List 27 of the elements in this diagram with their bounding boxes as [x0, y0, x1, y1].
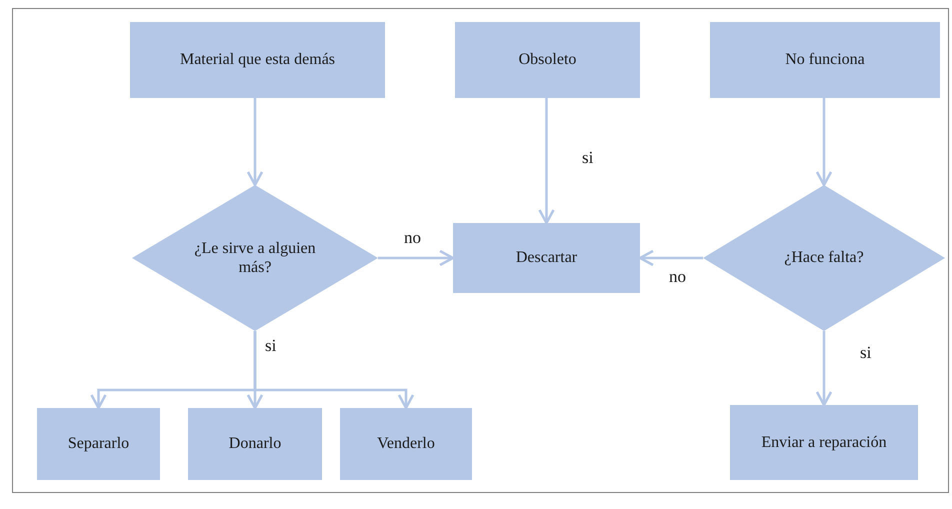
process-box	[710, 22, 940, 98]
decision-diamond	[132, 185, 378, 331]
process-box	[453, 223, 640, 293]
node-text: Material que esta demás	[180, 50, 336, 70]
node-text: Descartar	[516, 248, 578, 268]
node-text: No funciona	[785, 50, 865, 70]
node-text: Donarlo	[228, 434, 282, 454]
arrow	[816, 98, 832, 186]
arrow	[378, 250, 454, 266]
process-box	[340, 408, 472, 480]
node-text: Enviar a reparación	[761, 432, 887, 452]
arrow	[246, 98, 264, 186]
node-text: Obsoleto	[518, 50, 576, 70]
process-box	[455, 22, 640, 98]
node-text: Separarlo	[68, 434, 130, 454]
arrow	[638, 250, 703, 266]
arrow	[254, 331, 414, 410]
decision-diamond	[703, 185, 945, 331]
node-text: ¿Hace falta?	[783, 248, 865, 268]
arrow	[538, 98, 555, 224]
node-text: Venderlo	[377, 434, 435, 454]
node-text: ¿Le sirve a alguien más?	[193, 238, 317, 278]
process-box	[188, 408, 322, 480]
process-box	[730, 405, 918, 480]
process-box	[130, 22, 385, 98]
process-box	[37, 408, 160, 480]
arrow	[816, 331, 832, 406]
